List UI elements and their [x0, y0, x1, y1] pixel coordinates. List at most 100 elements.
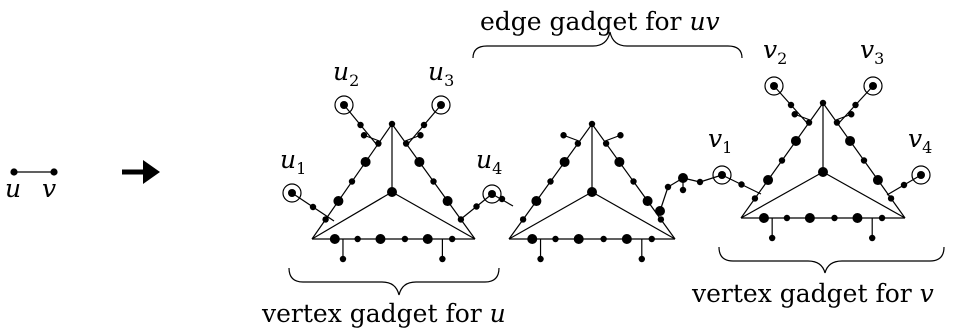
gadget-left-node	[751, 195, 759, 202]
connector-v1-node	[664, 183, 672, 191]
gadget-terminal-node	[420, 121, 428, 129]
gadget-right-node	[657, 216, 665, 223]
input-vertex-v	[50, 168, 58, 176]
vertex-gadget-u	[282, 95, 502, 263]
gadget-terminal-node	[309, 203, 317, 211]
gadget-left-node	[322, 216, 329, 223]
gadget-left-node	[763, 175, 774, 186]
gadget-terminal-node	[473, 203, 480, 210]
gadget-pendant-node	[869, 234, 876, 242]
gadget-terminal-ring	[431, 95, 451, 115]
gadget-base-node	[852, 213, 863, 223]
gadget-terminal-node	[900, 181, 908, 189]
gadget-terminal-ring	[282, 183, 302, 203]
gadget-spike-node	[560, 132, 567, 139]
label-v1: v1	[708, 124, 732, 157]
input-edge: u v	[5, 168, 58, 203]
gadget-pendant-node	[638, 255, 645, 263]
edge-gadget-brace	[472, 31, 743, 59]
gadget-spoke	[391, 191, 476, 240]
gadget-spoke	[311, 191, 393, 240]
gadget-base-node	[329, 234, 340, 244]
vertex-gadget-v-brace	[718, 246, 945, 274]
gadget-left-node	[778, 157, 786, 164]
vertex-gadget-v-caption: vertex gadget for v	[691, 279, 934, 308]
gadget-terminal-vertex	[770, 82, 778, 90]
gadget-left-node	[519, 216, 527, 223]
gadget-right-node	[845, 135, 856, 146]
gadget-base-node	[758, 213, 769, 223]
gadget-terminal-ring	[334, 95, 354, 115]
gadget-base-node	[552, 235, 559, 243]
gadget-pendant-node	[339, 255, 347, 263]
gadget-left-node	[348, 178, 356, 185]
gadget-terminal-node	[852, 101, 859, 109]
transform-arrow-icon	[122, 160, 160, 184]
gadget-terminal-vertex	[340, 101, 348, 109]
gadget-spoke	[740, 171, 824, 219]
gadget-terminal-node	[738, 181, 745, 188]
gadget-spike-node	[791, 111, 798, 118]
label-u4: u4	[476, 145, 502, 178]
gadget-left-node	[574, 140, 582, 147]
label-v2: v2	[763, 35, 787, 68]
input-label-u: u	[5, 174, 21, 203]
gadget-right-node	[887, 195, 895, 202]
label-v3: v3	[860, 35, 884, 68]
gadget-base-node	[448, 235, 456, 243]
gadget-terminal-vertex	[437, 101, 445, 109]
edge-gadget-caption: edge gadget for uv	[480, 7, 720, 36]
connector-v1-edge	[699, 174, 723, 183]
gadget-base-node	[375, 234, 386, 244]
gadget-base-node	[804, 213, 815, 223]
gadget-base-node	[878, 214, 886, 222]
gadget-right-node	[614, 156, 625, 167]
gadget-left-node	[547, 178, 554, 185]
gadget-right-node	[414, 156, 425, 167]
gadget-terminal-ring	[482, 184, 502, 204]
gadget-base-node	[573, 234, 584, 244]
gadget-terminal-vertex	[288, 189, 296, 197]
gadget-connectors	[491, 173, 723, 216]
gadget-spike-node	[360, 132, 368, 139]
gadget-base-node	[527, 234, 538, 244]
gadget-left-node	[333, 196, 344, 207]
terminal-labels: u1 u2 u3 u4 v1 v2 v3 v4	[280, 35, 932, 178]
gadget-base-node	[831, 214, 838, 222]
gadget-right-node	[402, 140, 410, 147]
gadget-terminal-node	[787, 101, 795, 109]
gadget-right-node	[872, 175, 883, 186]
connector-v1-node	[655, 206, 665, 216]
gadget-spike-node	[417, 132, 424, 139]
gadget-center-node	[818, 167, 828, 177]
gadget-spoke	[591, 191, 676, 240]
gadget-left-node	[360, 156, 371, 167]
gadget-base-node	[354, 235, 361, 243]
gadget-pendant-node	[537, 255, 544, 263]
gadget-right-node	[602, 140, 610, 147]
gadget-spike-node	[617, 132, 624, 139]
gadget-terminal-vertex	[917, 171, 925, 179]
edge-gadget-uv	[508, 120, 676, 263]
label-u3: u3	[428, 57, 454, 90]
gadget-base-node	[783, 214, 791, 222]
gadget-spike-node	[848, 111, 855, 118]
gadget-terminal-ring	[911, 165, 931, 185]
connector-v1-node	[696, 178, 704, 186]
gadget-base-node	[621, 234, 632, 244]
vertex-gadget-v	[712, 76, 931, 242]
gadget-base-node	[600, 235, 607, 243]
gadget-terminal-node	[357, 121, 364, 129]
gadget-apex-node	[388, 120, 396, 128]
gadget-right-node	[430, 178, 437, 185]
gadget-center-node	[587, 187, 597, 197]
gadget-right-node	[442, 196, 453, 207]
gadget-apex-node	[819, 99, 827, 107]
connector-spike-node	[679, 186, 687, 194]
gadget-pendant-node	[439, 255, 446, 263]
connector-u4-mid-node	[498, 195, 506, 203]
gadget-terminal-ring	[863, 76, 883, 96]
gadget-base-node	[648, 235, 655, 243]
